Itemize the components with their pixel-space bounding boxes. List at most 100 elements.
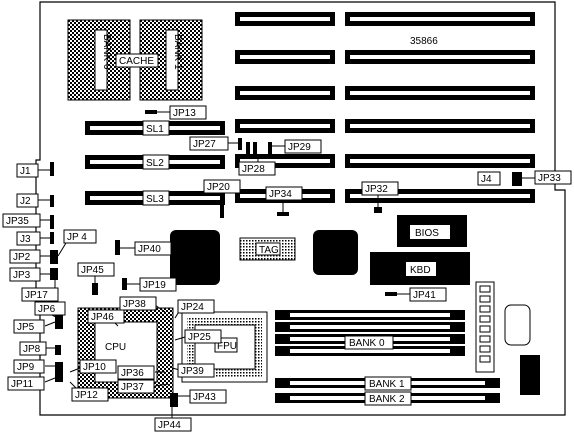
slot-sl1: SL1: [85, 120, 225, 136]
memory-bank-1: BANK 1: [275, 376, 500, 391]
callout-jp35: JP35: [2, 213, 41, 228]
kbd-chip: KBD: [370, 252, 470, 285]
j1-label: J1: [20, 166, 31, 177]
callout-jp5: JP5: [13, 319, 45, 334]
callout-jp4: JP 4: [63, 229, 97, 244]
slot-sl2-label: SL2: [146, 158, 164, 169]
callout-jp39: JP39: [177, 363, 215, 378]
jp44-label: JP44: [158, 420, 181, 431]
callout-jp40: JP40: [134, 241, 172, 256]
fpu-label: FPU: [217, 341, 237, 352]
callout-jp24: JP24: [177, 299, 215, 314]
tag-chip: TAG: [239, 237, 296, 261]
slot-sl3: SL3: [85, 190, 225, 206]
jp8-label: JP8: [23, 344, 41, 355]
kbd-label: KBD: [410, 265, 431, 276]
jp11-label: JP11: [11, 379, 33, 390]
jp27-label: JP27: [193, 139, 216, 150]
callout-jp10: JP10: [79, 359, 117, 374]
jp32-label: JP32: [365, 184, 388, 195]
callout-jp8: JP8: [19, 341, 47, 356]
jp20-label: JP20: [207, 182, 230, 193]
board-number: 35866: [410, 36, 438, 47]
memory-bank2-label: BANK 2: [369, 394, 405, 405]
callout-jp9: JP9: [13, 359, 45, 374]
jp6-label: JP6: [38, 304, 56, 315]
jp35-label: JP35: [6, 216, 29, 227]
callout-jp43: JP43: [189, 389, 227, 404]
callout-jp44: JP44: [154, 417, 192, 432]
battery: [504, 304, 531, 346]
callouts: JP13 JP27 JP28 JP29 JP20 JP34 JP32 J4 JP…: [2, 105, 572, 432]
callout-jp19: JP19: [139, 277, 177, 292]
bios-label: BIOS: [415, 228, 439, 239]
jp41-label: JP41: [413, 290, 436, 301]
memory-bank0-label: BANK 0: [349, 338, 385, 349]
jp33-label: JP33: [538, 173, 561, 184]
callout-jp46: JP46: [87, 309, 125, 324]
chipset-chip-1: [170, 230, 220, 285]
leader-lines: [38, 111, 535, 418]
keyboard-connector: [520, 355, 540, 395]
callout-jp6: JP6: [34, 301, 66, 316]
jp37-label: JP37: [121, 382, 144, 393]
callout-jp29: JP29: [284, 139, 322, 154]
callout-jp2: JP2: [9, 249, 41, 264]
callout-jp45: JP45: [77, 262, 115, 277]
jp28-label: JP28: [242, 164, 265, 175]
callout-jp34: JP34: [265, 186, 303, 201]
callout-jp20: JP20: [203, 179, 241, 194]
callout-j1: J1: [16, 163, 39, 178]
callout-jp37: JP37: [117, 379, 155, 394]
slot-sl3-label: SL3: [146, 194, 164, 205]
jumper-pins: [50, 110, 522, 407]
callout-jp13: JP13: [169, 105, 207, 120]
memory-bank1-label: BANK 1: [369, 379, 405, 390]
jp13-label: JP13: [173, 108, 196, 119]
jp2-label: JP2: [13, 252, 31, 263]
callout-jp25: JP25: [184, 329, 222, 344]
callout-j2: J2: [16, 193, 39, 208]
jp25-label: JP25: [188, 332, 211, 343]
jp46-label: JP46: [91, 312, 114, 323]
cache-bank0-label: BANK 0: [101, 34, 112, 70]
callout-jp36: JP36: [117, 365, 155, 380]
expansion-slots-upper: [235, 12, 535, 203]
callout-jp38: JP38: [119, 296, 157, 311]
memory-bank-0: BANK 0: [275, 310, 465, 356]
slot-sl2: SL2: [85, 154, 225, 170]
jp40-label: JP40: [138, 244, 161, 255]
jp19-label: JP19: [143, 280, 166, 291]
callout-j3: J3: [16, 231, 41, 246]
tag-label: TAG: [259, 245, 279, 256]
callout-j4: J4: [477, 171, 501, 186]
callout-jp17: JP17: [21, 287, 59, 302]
chipset-chip-2: [313, 230, 358, 275]
jp4-label: JP 4: [67, 232, 87, 243]
jp17-label: JP17: [25, 290, 48, 301]
callout-jp27: JP27: [189, 136, 229, 151]
callout-jp12: JP12: [71, 387, 109, 402]
callout-jp32: JP32: [361, 181, 399, 196]
jp12-label: JP12: [75, 390, 98, 401]
memory-bank-2: BANK 2: [275, 391, 500, 406]
jp5-label: JP5: [17, 322, 35, 333]
j2-label: J2: [20, 196, 31, 207]
cpu-label: CPU: [105, 342, 126, 353]
callout-jp11: JP11: [7, 376, 45, 391]
jp29-label: JP29: [288, 142, 311, 153]
j3-label: J3: [20, 234, 31, 245]
cache-label: CACHE: [119, 56, 154, 67]
jp38-label: JP38: [123, 299, 146, 310]
jp43-label: JP43: [193, 392, 216, 403]
right-connector-pins: [479, 285, 491, 363]
jp34-label: JP34: [269, 189, 292, 200]
jp9-label: JP9: [17, 362, 35, 373]
callout-jp33: JP33: [534, 170, 572, 185]
callout-jp28: JP28: [238, 161, 276, 176]
callout-jp3: JP3: [9, 267, 41, 282]
bios-chip: BIOS: [397, 215, 467, 247]
cache-bank1-label: BANK 1: [172, 34, 183, 70]
jp10-label: JP10: [83, 362, 106, 373]
